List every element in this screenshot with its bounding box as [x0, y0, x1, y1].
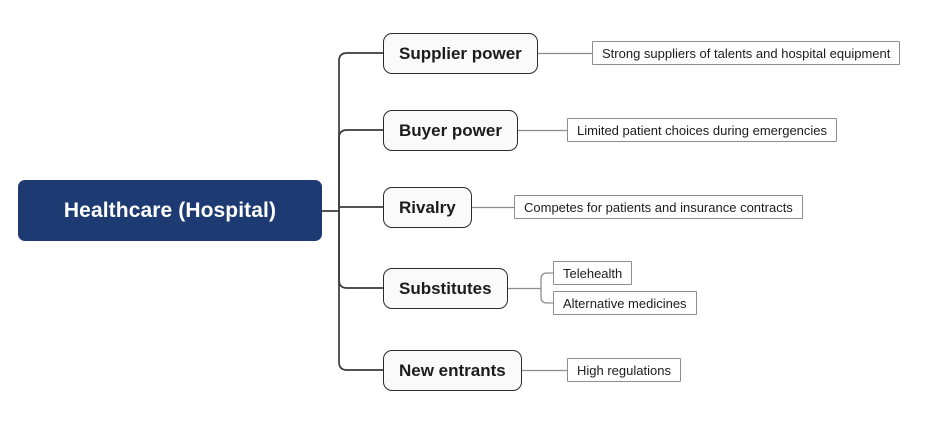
- leaf-node-rivalry-1[interactable]: Competes for patients and insurance cont…: [514, 195, 803, 219]
- connector-branch-4: [338, 211, 383, 289]
- leaf-node-substitutes-2[interactable]: Alternative medicines: [553, 291, 697, 315]
- branch-node-new-entrants[interactable]: New entrants: [383, 350, 522, 391]
- connector-leaf-4-1: [540, 272, 553, 288]
- leaf-node-buyer-power-1[interactable]: Limited patient choices during emergenci…: [567, 118, 838, 142]
- leaf-node-new-entrants-1[interactable]: High regulations: [567, 358, 681, 382]
- branch-node-substitutes[interactable]: Substitutes: [383, 268, 508, 309]
- leaf-node-supplier-power-1[interactable]: Strong suppliers of talents and hospital…: [592, 41, 901, 65]
- branch-node-buyer-power[interactable]: Buyer power: [383, 110, 518, 151]
- leaf-node-substitutes-1[interactable]: Telehealth: [553, 261, 633, 285]
- branch-node-rivalry[interactable]: Rivalry: [383, 187, 472, 228]
- root-node[interactable]: Healthcare (Hospital): [18, 180, 322, 241]
- connector-branch-1: [338, 52, 383, 211]
- connector-branch-2: [338, 129, 383, 211]
- connector-branch-5: [338, 211, 383, 371]
- connector-leaf-4-2: [540, 288, 553, 304]
- branch-node-supplier-power[interactable]: Supplier power: [383, 33, 538, 74]
